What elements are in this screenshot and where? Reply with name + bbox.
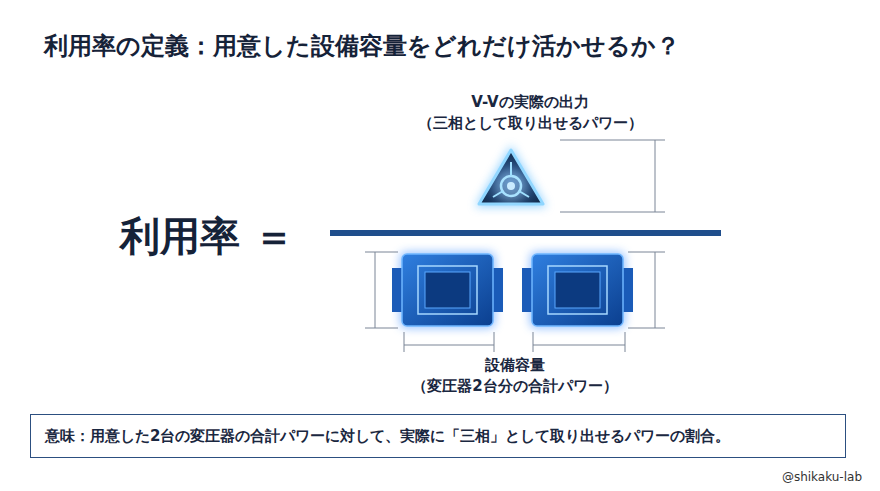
transformer-icon: [522, 252, 633, 328]
meaning-box: 意味：用意した2台の変圧器の合計パワーに対して、実際に「三相」として取り出せるパ…: [30, 414, 846, 458]
output-label: V-Vの実際の出力: [471, 93, 588, 111]
meaning-text: 意味：用意した2台の変圧器の合計パワーに対して、実際に「三相」として取り出せるパ…: [45, 426, 831, 447]
triangle-icon: [475, 145, 547, 207]
dimension-lines: [365, 140, 665, 352]
transformer-icon: [392, 252, 503, 328]
formula-label: 利用率 ＝: [120, 212, 294, 260]
slide-title: 利用率の定義：用意した設備容量をどれだけ活かせるか？: [44, 30, 680, 62]
fraction-bar: [330, 230, 721, 236]
output-note: （三相として取り出せるパワー）: [418, 114, 643, 132]
capacity-label: 設備容量: [485, 356, 545, 374]
capacity-note: （変圧器2台分の合計パワー）: [412, 377, 617, 395]
watermark: @shikaku-lab: [782, 470, 862, 484]
